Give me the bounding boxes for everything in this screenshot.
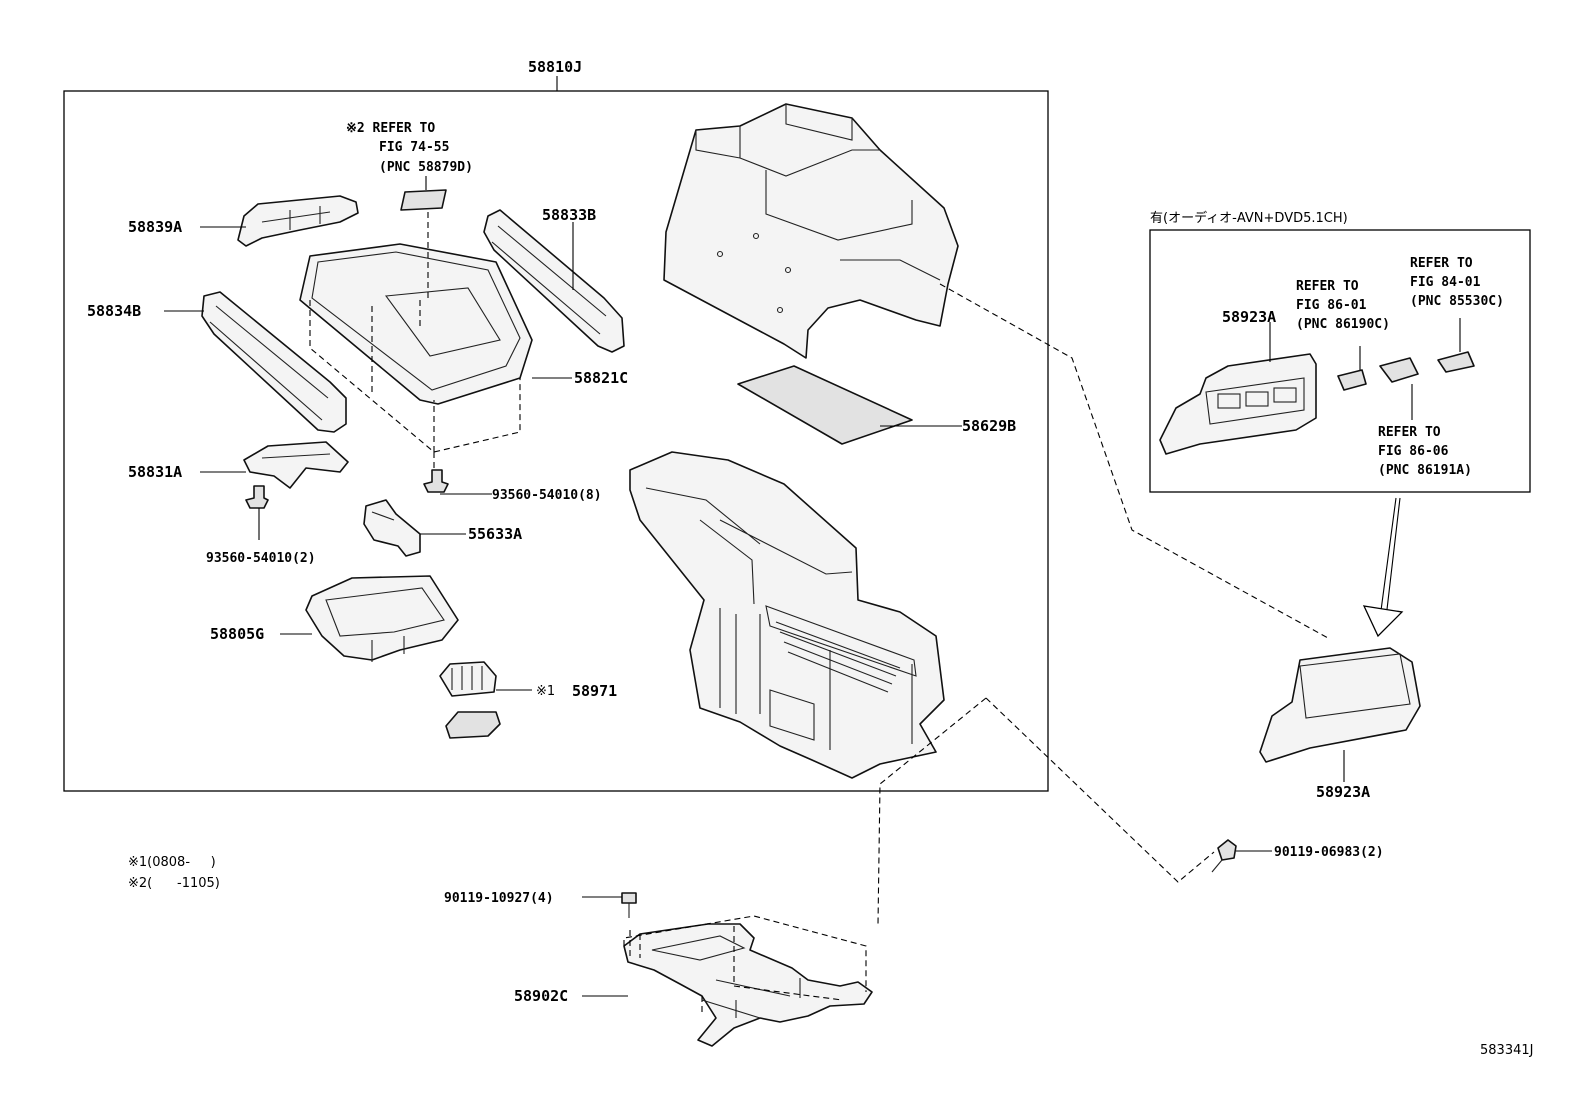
part-58971-drawing xyxy=(439,661,497,697)
part-58839A-drawing xyxy=(237,195,359,247)
assembly-frame xyxy=(63,90,1049,792)
part-switch-lower-drawing xyxy=(445,711,501,739)
part-58805G-drawing xyxy=(305,575,459,662)
inset-ref-b-line1: REFER TO xyxy=(1410,256,1473,271)
clip-screw-8-drawing xyxy=(423,469,449,493)
label-58971-mark: ※1 xyxy=(536,684,555,699)
inset-ref-b-line2[interactable]: FIG 84-01 xyxy=(1410,275,1481,290)
label-58629B[interactable]: 58629B xyxy=(962,417,1016,435)
part-58902C-drawing xyxy=(623,923,873,1047)
label-58805G[interactable]: 58805G xyxy=(210,625,264,643)
refer-top-line2[interactable]: FIG 74-55 xyxy=(379,140,449,155)
inset-ref-a-line2[interactable]: FIG 86-01 xyxy=(1296,298,1367,313)
console-upper-box-drawing xyxy=(663,103,959,359)
inset-ref-a-line3: (PNC 86190C) xyxy=(1296,317,1390,332)
label-58833B[interactable]: 58833B xyxy=(542,206,596,224)
inset-connector-b-drawing xyxy=(1437,351,1475,373)
label-58821C[interactable]: 58821C xyxy=(574,369,628,387)
label-55633A[interactable]: 55633A xyxy=(468,525,522,543)
inset-58923A-drawing xyxy=(1159,353,1317,455)
inset-ref-b-line3: (PNC 85530C) xyxy=(1410,294,1504,309)
note-1: ※1(0808- ) xyxy=(128,855,216,870)
refer-top-line3: (PNC 58879D) xyxy=(379,160,473,175)
label-screw-8[interactable]: 93560-54010(8) xyxy=(492,488,602,503)
part-58629B-drawing xyxy=(737,365,913,445)
arrow-down-icon xyxy=(1362,497,1404,638)
label-58971[interactable]: 58971 xyxy=(572,682,617,700)
part-58902C-projection xyxy=(623,915,867,1016)
part-58833B-drawing xyxy=(483,209,625,353)
part-58831A-drawing xyxy=(243,441,349,489)
part-58923A-drawing xyxy=(1259,647,1421,763)
leader-lines xyxy=(164,222,1345,997)
clip-screw-2-drawing xyxy=(245,485,269,509)
bolt-4-drawing xyxy=(621,892,637,918)
label-screw-2[interactable]: 93560-54010(2) xyxy=(206,551,316,566)
figure-code: 583341J xyxy=(1480,1043,1533,1058)
part-58879D-pad xyxy=(400,189,447,211)
inset-ref-c-line2[interactable]: FIG 86-06 xyxy=(1378,444,1449,459)
frame-to-bolt-dashed xyxy=(985,697,1215,883)
label-58839A[interactable]: 58839A xyxy=(128,218,182,236)
box-to-58923A-dashed xyxy=(939,283,1329,639)
bolt-2-drawing xyxy=(1211,839,1237,873)
part-55633A-drawing xyxy=(363,499,421,557)
label-58923A[interactable]: 58923A xyxy=(1316,783,1370,801)
inset-connector-a-drawing xyxy=(1337,369,1367,391)
inset-label-58923A[interactable]: 58923A xyxy=(1222,308,1276,326)
refer-top-line1: ※2 REFER TO xyxy=(346,121,435,136)
inset-connector-c-drawing xyxy=(1379,357,1419,383)
inset-frame xyxy=(1149,229,1531,493)
inset-ref-c-line3: (PNC 86191A) xyxy=(1378,463,1472,478)
inset-ref-c-line1: REFER TO xyxy=(1378,425,1441,440)
console-lower-frame-drawing xyxy=(629,451,945,779)
label-58902C[interactable]: 58902C xyxy=(514,987,568,1005)
label-58834B[interactable]: 58834B xyxy=(87,302,141,320)
inset-title: 有(オーディオ-AVN+DVD5.1CH) xyxy=(1150,210,1348,226)
part-58821C-drawing xyxy=(299,243,533,405)
note-2: ※2( -1105) xyxy=(128,876,220,891)
part-58821C-projection xyxy=(309,212,521,482)
label-58831A[interactable]: 58831A xyxy=(128,463,182,481)
part-58834B-drawing xyxy=(201,291,347,433)
frame-to-bracket-dashed xyxy=(877,697,987,925)
assembly-part-number[interactable]: 58810J xyxy=(528,58,582,76)
inset-ref-a-line1: REFER TO xyxy=(1296,279,1359,294)
label-bolt-2[interactable]: 90119-06983(2) xyxy=(1274,845,1384,860)
label-bolt-4[interactable]: 90119-10927(4) xyxy=(444,891,554,906)
